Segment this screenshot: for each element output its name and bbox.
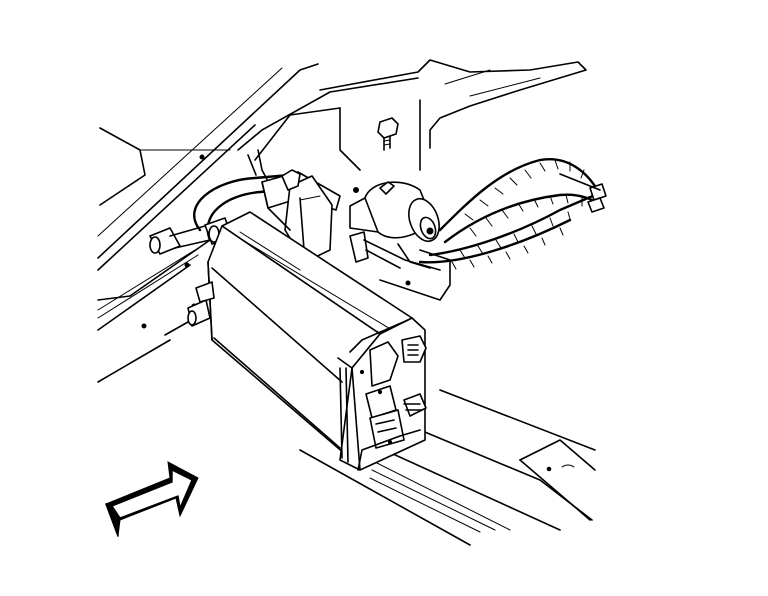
frame-rail-upper: [97, 63, 419, 271]
evap-canister: [187, 211, 427, 471]
canister-filter: [349, 181, 440, 269]
mounting-bolt: [377, 117, 399, 151]
forward-arrow-icon: [105, 461, 199, 537]
electrical-connector: [349, 231, 441, 271]
crossmember-bracket: [319, 59, 587, 301]
frame-rail-bottom: [299, 389, 596, 546]
corrugated-hoses: [418, 158, 607, 270]
